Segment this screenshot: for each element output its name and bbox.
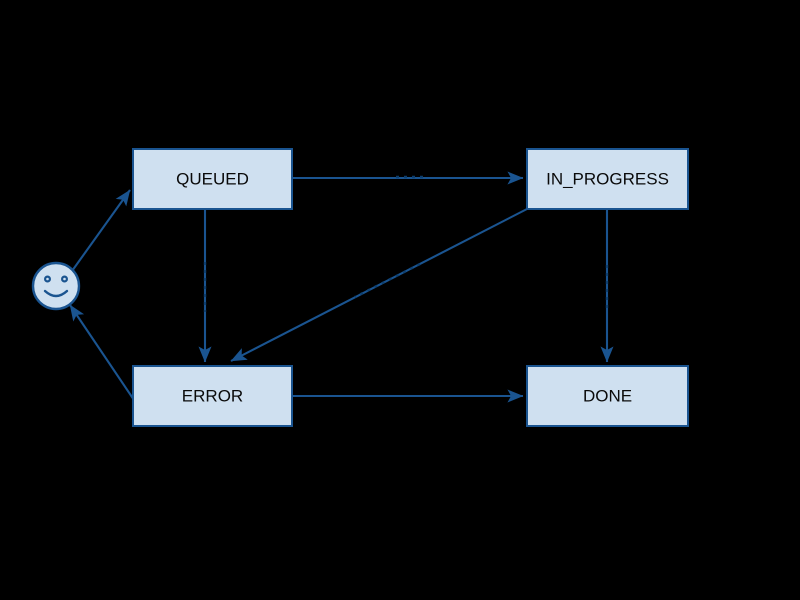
edge-error-to-start[interactable] xyxy=(69,304,137,404)
smiley-mouth-icon xyxy=(43,289,69,298)
edge-in-progress-to-error[interactable] xyxy=(230,208,528,362)
state-node-error-label: ERROR xyxy=(182,386,243,405)
edge-error-to-start-line xyxy=(69,304,137,404)
state-node-queued-box xyxy=(132,148,293,210)
state-node-in-progress-label: IN_PROGRESS xyxy=(546,169,669,188)
state-node-error[interactable]: ERROR xyxy=(132,365,293,427)
state-node-queued-label: QUEUED xyxy=(176,169,249,188)
edge-start-to-queued-line xyxy=(71,189,131,272)
edge-in-progress-to-error-line xyxy=(230,208,528,362)
start-node[interactable] xyxy=(31,261,81,311)
smiley-face-icon xyxy=(31,261,81,311)
smiley-left-eye-icon xyxy=(43,275,51,283)
state-node-queued[interactable]: QUEUED xyxy=(132,148,293,210)
edge-queued-to-in-progress[interactable] xyxy=(292,171,524,185)
state-node-in-progress-box xyxy=(526,148,689,210)
state-node-in-progress[interactable]: IN_PROGRESS xyxy=(526,148,689,210)
edge-start-to-queued[interactable] xyxy=(71,189,131,272)
state-node-done[interactable]: DONE xyxy=(526,365,689,427)
smiley-right-eye-icon xyxy=(60,275,68,283)
state-node-error-box xyxy=(132,365,293,427)
state-node-done-label: DONE xyxy=(583,386,632,405)
state-node-done-box xyxy=(526,365,689,427)
